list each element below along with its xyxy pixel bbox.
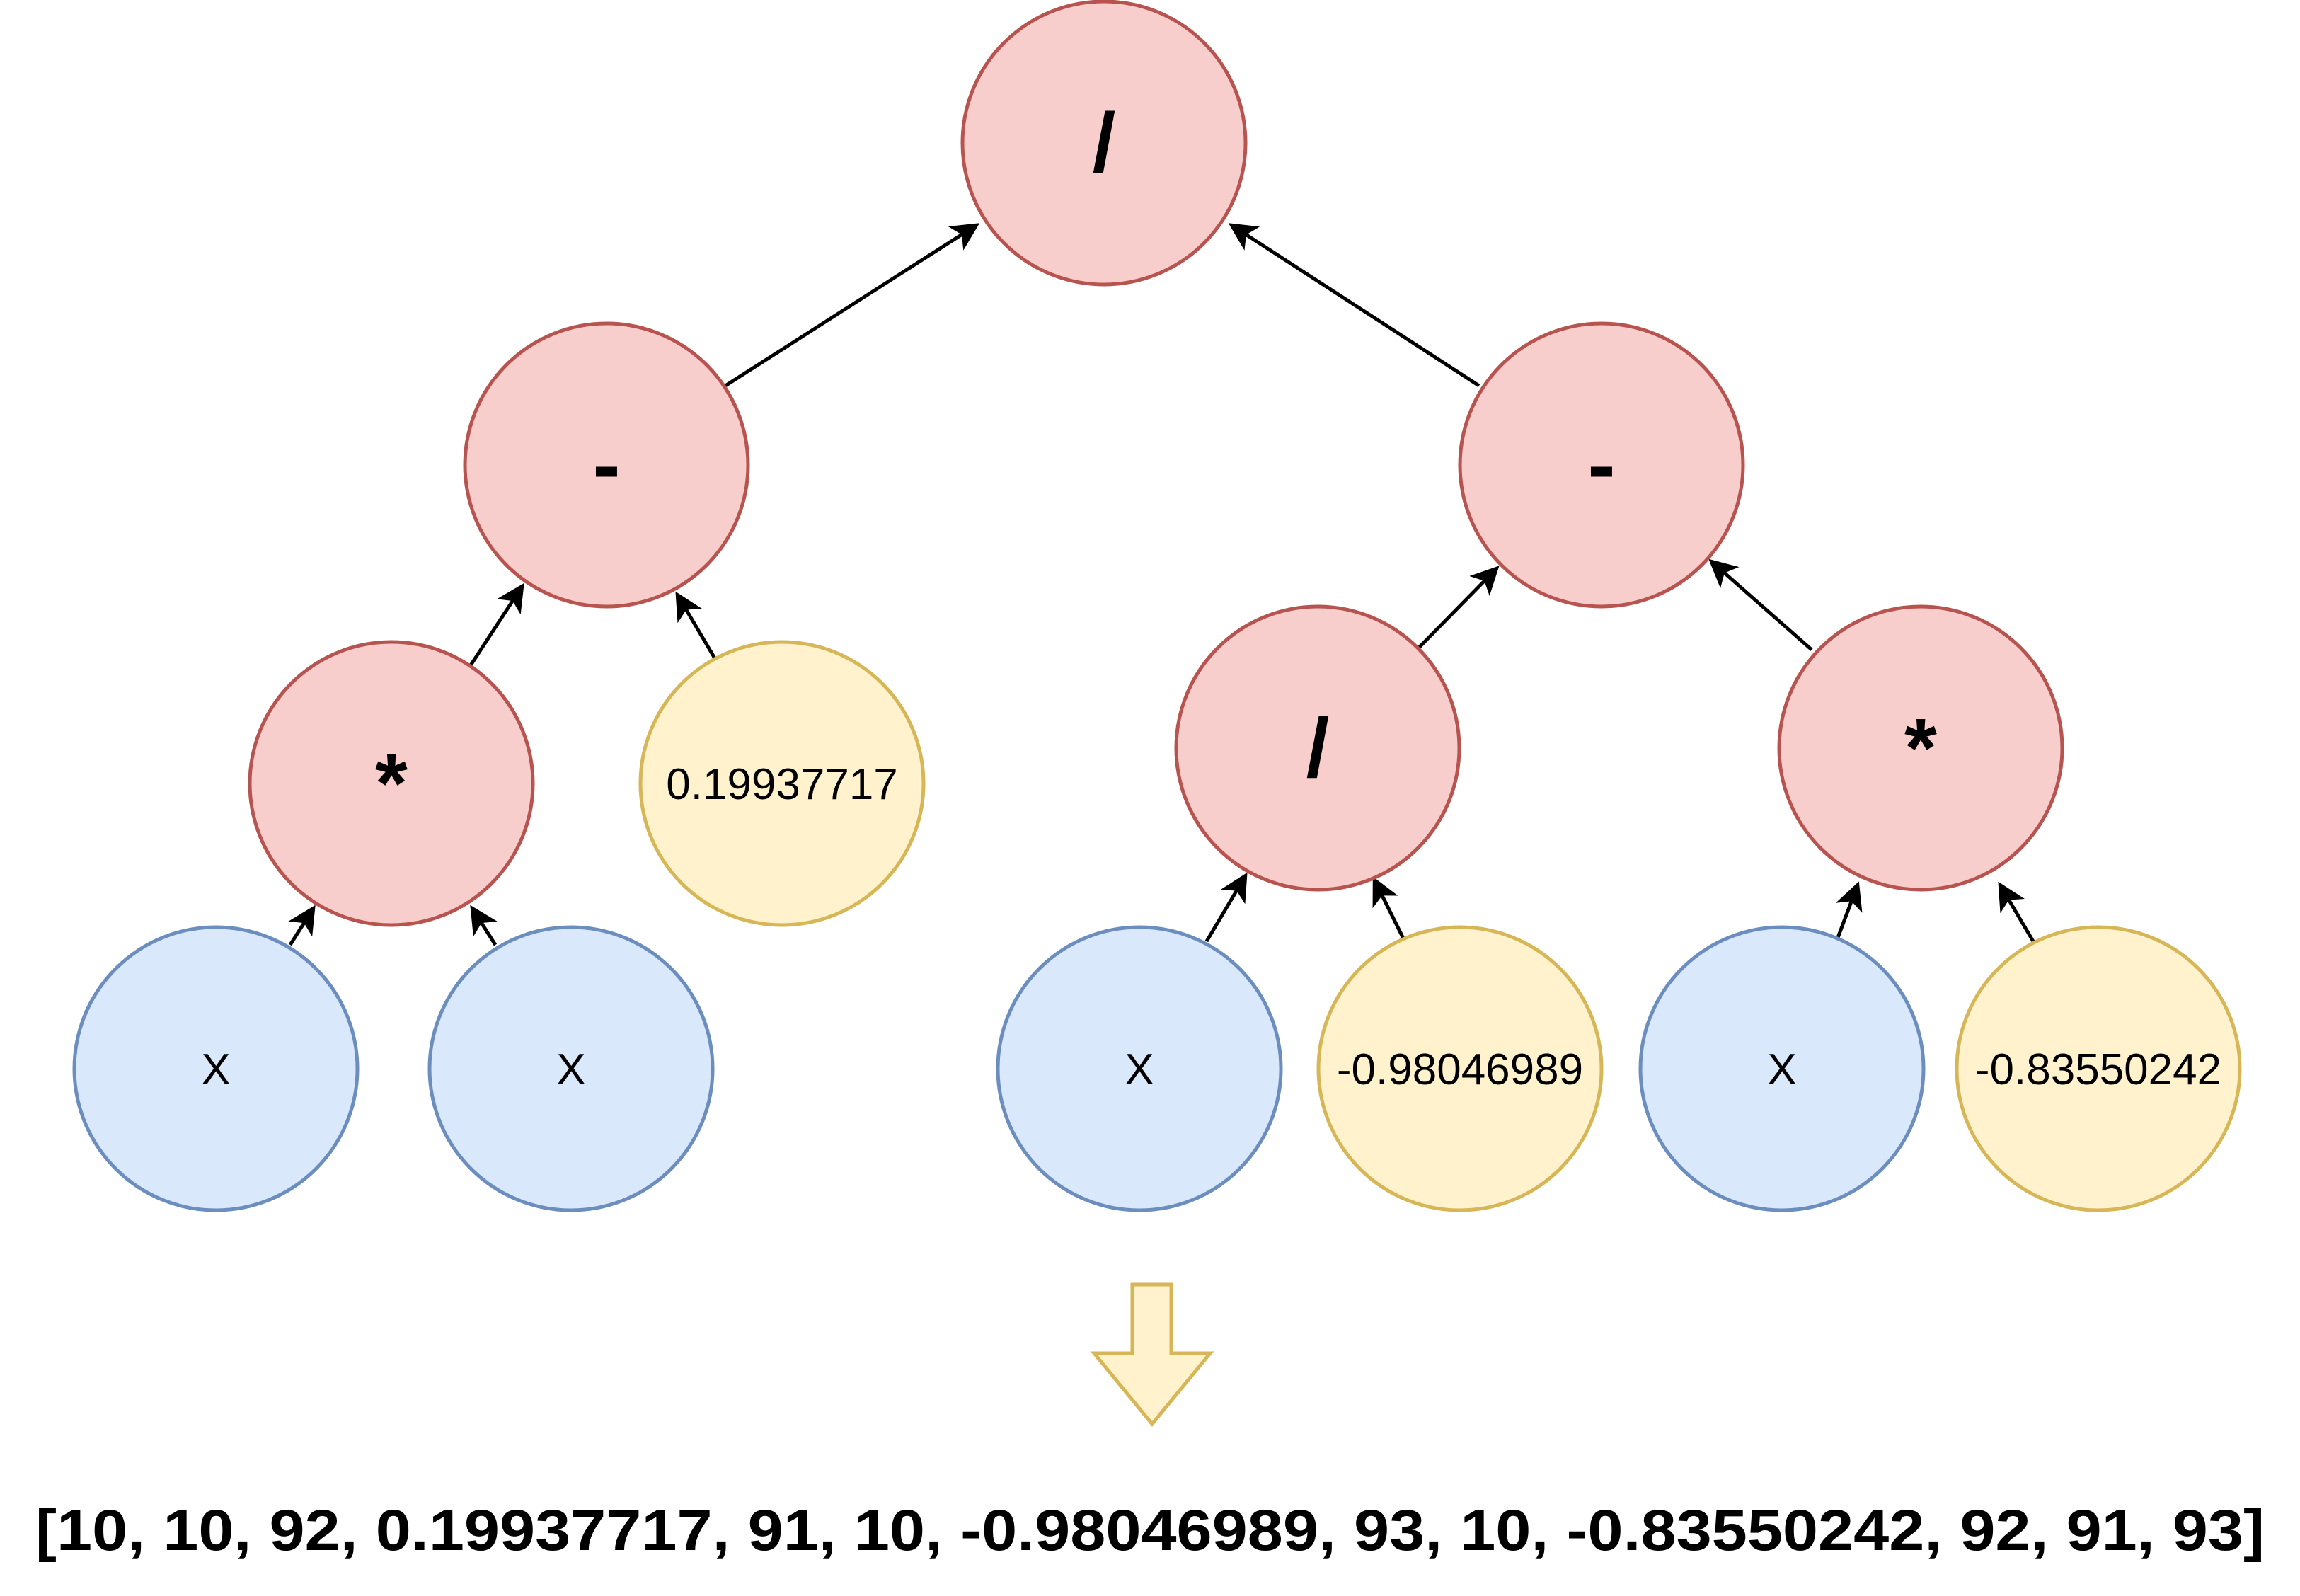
edge-const-c-to-right-mult: [1998, 881, 2035, 943]
variable-node-2: X: [427, 925, 715, 1212]
down-arrow-icon: [1090, 1282, 1214, 1427]
variable-label: X: [201, 1045, 230, 1094]
edge-var-4-to-right-mult: [1834, 881, 1863, 942]
edge-var-2-to-left-mult: [470, 905, 498, 946]
operator-label: -: [1587, 418, 1615, 512]
edge-var-3-to-right-div: [1204, 872, 1248, 943]
constant-node-c: -0.83550242: [1955, 925, 2242, 1212]
constant-node-a: 0.19937717: [638, 640, 926, 927]
operator-node-right-div: /: [1174, 604, 1461, 892]
encoded-sequence: [10, 10, 92, 0.19937717, 91, 10, -0.9804…: [35, 1498, 2265, 1563]
operator-node-root: /: [960, 0, 1248, 287]
constant-label: -0.98046989: [1337, 1045, 1583, 1094]
edge-right-div-to-right-minus: [1418, 566, 1500, 649]
tree-edges: [288, 223, 2035, 946]
operator-label: /: [1093, 96, 1116, 190]
edge-right-mult-to-right-minus: [1708, 558, 1813, 651]
variable-node-1: X: [72, 925, 360, 1212]
edge-left-mult-to-left-minus: [468, 582, 524, 667]
operator-label: -: [592, 418, 620, 512]
operator-node-left-mult: *: [248, 640, 535, 927]
edge-var-1-to-left-mult: [288, 905, 316, 946]
constant-label: -0.83550242: [1975, 1045, 2221, 1094]
constant-node-b: -0.98046989: [1316, 925, 1604, 1212]
variable-label: X: [1125, 1045, 1154, 1094]
constant-label: 0.19937717: [666, 760, 898, 809]
operator-label: *: [1904, 701, 1937, 795]
variable-node-3: X: [996, 925, 1283, 1212]
operator-label: /: [1306, 701, 1330, 795]
operator-node-left-minus: -: [463, 321, 750, 609]
edge-left-minus-to-root: [724, 223, 980, 388]
variable-node-4: X: [1638, 925, 1926, 1212]
operator-node-right-mult: *: [1777, 604, 2064, 892]
operator-node-right-minus: -: [1458, 321, 1745, 609]
edge-const-b-to-right-div: [1372, 876, 1407, 943]
variable-label: X: [556, 1045, 585, 1094]
edge-right-minus-to-root: [1228, 223, 1480, 388]
variable-label: X: [1767, 1045, 1796, 1094]
edge-const-a-to-left-minus: [675, 591, 717, 660]
operator-label: *: [375, 737, 408, 830]
